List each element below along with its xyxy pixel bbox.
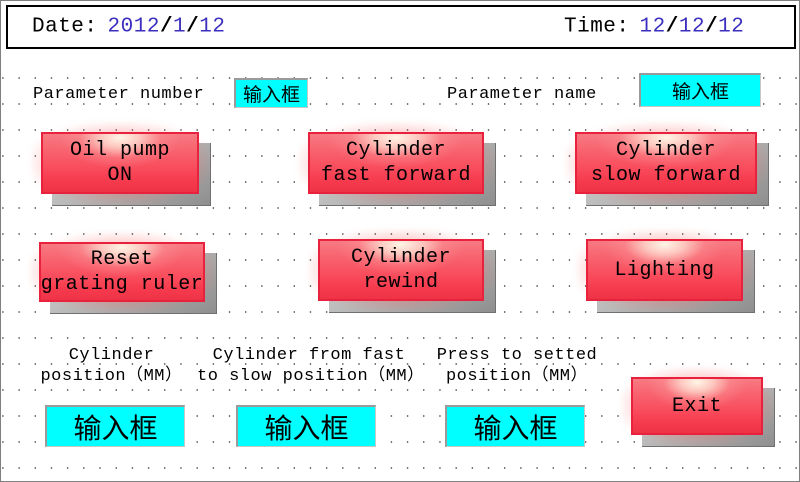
time-minute-value: 12 (678, 15, 706, 39)
date-day-value: 12 (199, 15, 226, 39)
exit-button-label: Exit (631, 377, 763, 435)
press-to-setted-position-input[interactable]: 输入框 (445, 405, 585, 447)
time-hour-value: 12 (639, 15, 666, 39)
exit-button[interactable]: Exit (622, 368, 775, 447)
date-month-value: 1 (173, 15, 187, 39)
header-bar: Date:2012/1/12 Time:12/12/12 (6, 5, 796, 49)
cylinder-position-input[interactable]: 输入框 (45, 405, 185, 447)
date-label: Date: (32, 15, 98, 39)
time-label: Time: (564, 15, 630, 39)
date-separator-1: / (159, 15, 174, 39)
time-second-value: 12 (718, 15, 745, 39)
cylinder-fast-to-slow-position-input[interactable]: 输入框 (236, 405, 376, 447)
lighting-button[interactable]: Lighting (577, 230, 755, 313)
time-separator-1: / (665, 15, 679, 39)
parameter-name-input[interactable]: 输入框 (639, 73, 761, 107)
time-display: Time:12/12/12 (564, 16, 744, 39)
lighting-button-label: Lighting (586, 239, 743, 301)
parameter-number-input[interactable]: 输入框 (234, 78, 308, 108)
date-year-value: 2012 (107, 15, 160, 39)
date-separator-2: / (186, 15, 200, 39)
time-separator-2: / (705, 15, 719, 39)
parameter-name-label: Parameter name (447, 85, 597, 104)
date-display: Date:2012/1/12 (32, 16, 225, 39)
parameter-number-label: Parameter number (33, 85, 205, 104)
